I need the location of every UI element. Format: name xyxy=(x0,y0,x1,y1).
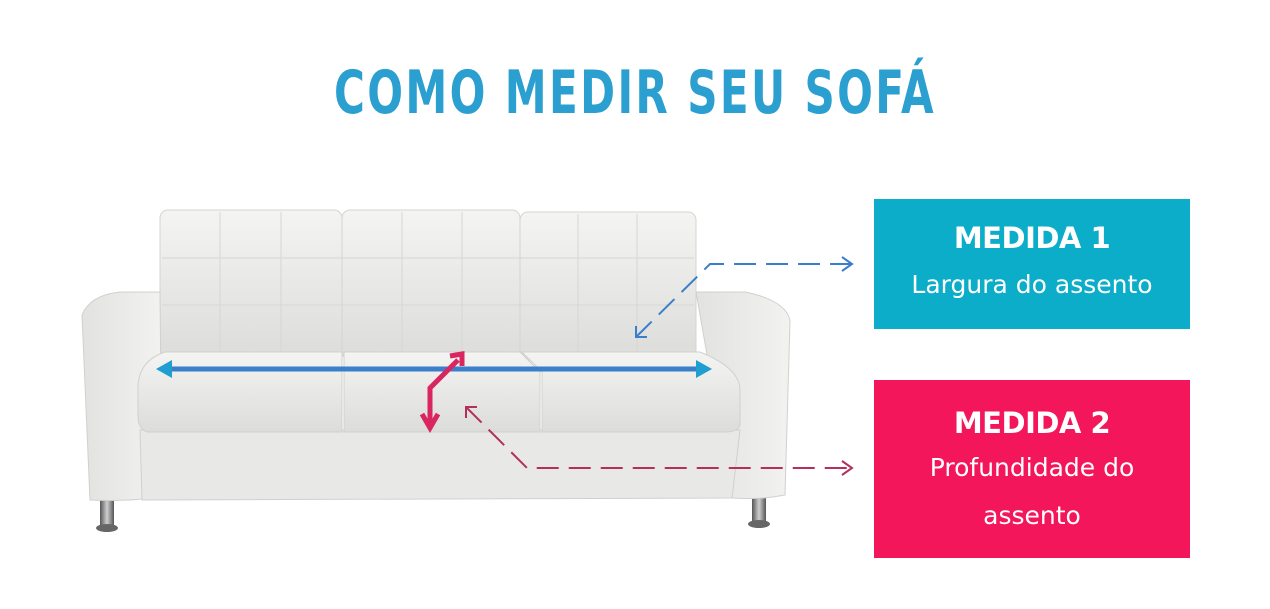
leader-line-medida-1 xyxy=(635,256,854,338)
seat-cushions xyxy=(137,351,741,433)
depth-arrow-icon xyxy=(419,351,465,434)
backrest xyxy=(159,209,697,361)
medida-2-description-line1: Profundidade do xyxy=(929,453,1135,482)
medida-2-description-line2: assento xyxy=(983,501,1081,530)
leader-line-medida-2 xyxy=(465,406,854,476)
page-title: COMO MEDIR SEU SOFÁ xyxy=(334,58,936,128)
medida-2-card: MEDIDA 2 Profundidade do assento xyxy=(874,380,1190,558)
width-arrow-icon xyxy=(156,360,712,378)
medida-1-card: MEDIDA 1 Largura do assento xyxy=(874,199,1190,329)
medida-2-label: MEDIDA 2 xyxy=(953,406,1111,440)
right-arm xyxy=(695,291,791,500)
sofa-legs xyxy=(96,496,770,532)
sofa-base xyxy=(139,429,741,501)
medida-1-description: Largura do assento xyxy=(911,270,1153,299)
medida-1-label: MEDIDA 1 xyxy=(953,221,1111,255)
